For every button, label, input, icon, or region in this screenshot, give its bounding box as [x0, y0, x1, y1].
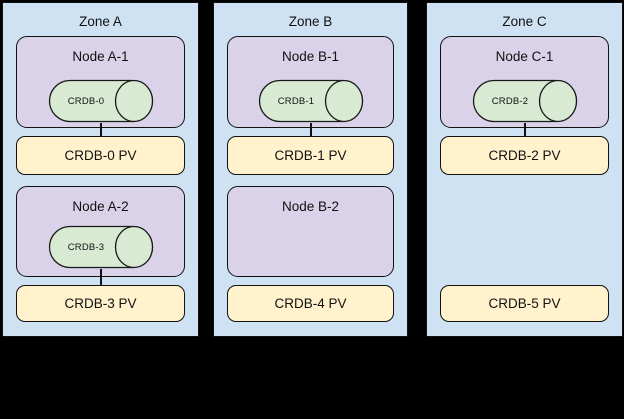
zone-c: Zone C Node C-1 CRDB-2 CRDB-2 PV CRDB-5 … [426, 2, 623, 337]
pod-crdb-1-label: CRDB-1 [277, 95, 315, 107]
pod-pv-connector-line [309, 123, 312, 137]
node-b1-box: Node B-1 CRDB-1 [227, 36, 394, 128]
database-cylinder-icon [48, 79, 153, 123]
pod-crdb-3-label: CRDB-3 [67, 241, 105, 253]
pod-pv-connector-line [523, 123, 526, 137]
pv-crdb-1: CRDB-1 PV [227, 136, 394, 175]
pod-crdb-3: CRDB-3 [48, 225, 154, 269]
pv-crdb-4: CRDB-4 PV [227, 285, 394, 322]
node-b2-box: Node B-2 [227, 186, 394, 277]
zone-a: Zone A Node A-1 CRDB-0 CRDB-0 PV Node A-… [2, 2, 199, 337]
node-b2-label: Node B-2 [281, 199, 340, 214]
pod-crdb-2: CRDB-2 [472, 79, 578, 123]
zone-a-title: Zone A [79, 14, 122, 29]
zone-c-title: Zone C [502, 14, 547, 29]
pod-pv-connector-line [99, 123, 102, 137]
pv-crdb-2: CRDB-2 PV [440, 136, 609, 175]
node-a2-box: Node A-2 CRDB-3 [16, 186, 185, 277]
zone-b-title: Zone B [288, 14, 333, 29]
node-b1-label: Node B-1 [281, 49, 340, 64]
database-cylinder-icon [258, 79, 363, 123]
node-a1-box: Node A-1 CRDB-0 [16, 36, 185, 128]
pv-crdb-3: CRDB-3 PV [16, 285, 185, 322]
node-a1-label: Node A-1 [72, 49, 129, 64]
database-cylinder-icon [472, 79, 577, 123]
pod-crdb-0-label: CRDB-0 [67, 95, 105, 107]
pod-crdb-0: CRDB-0 [48, 79, 154, 123]
zone-b: Zone B Node B-1 CRDB-1 CRDB-1 PV Node B-… [213, 2, 408, 337]
pod-crdb-2-label: CRDB-2 [491, 95, 529, 107]
pv-crdb-5: CRDB-5 PV [440, 285, 609, 322]
node-a2-label: Node A-2 [72, 199, 129, 214]
database-cylinder-icon [48, 225, 153, 269]
node-c1-box: Node C-1 CRDB-2 [440, 36, 609, 128]
node-c1-label: Node C-1 [495, 49, 554, 64]
pod-crdb-1: CRDB-1 [258, 79, 364, 123]
pv-crdb-0: CRDB-0 PV [16, 136, 185, 175]
pod-pv-connector-line [99, 269, 102, 286]
